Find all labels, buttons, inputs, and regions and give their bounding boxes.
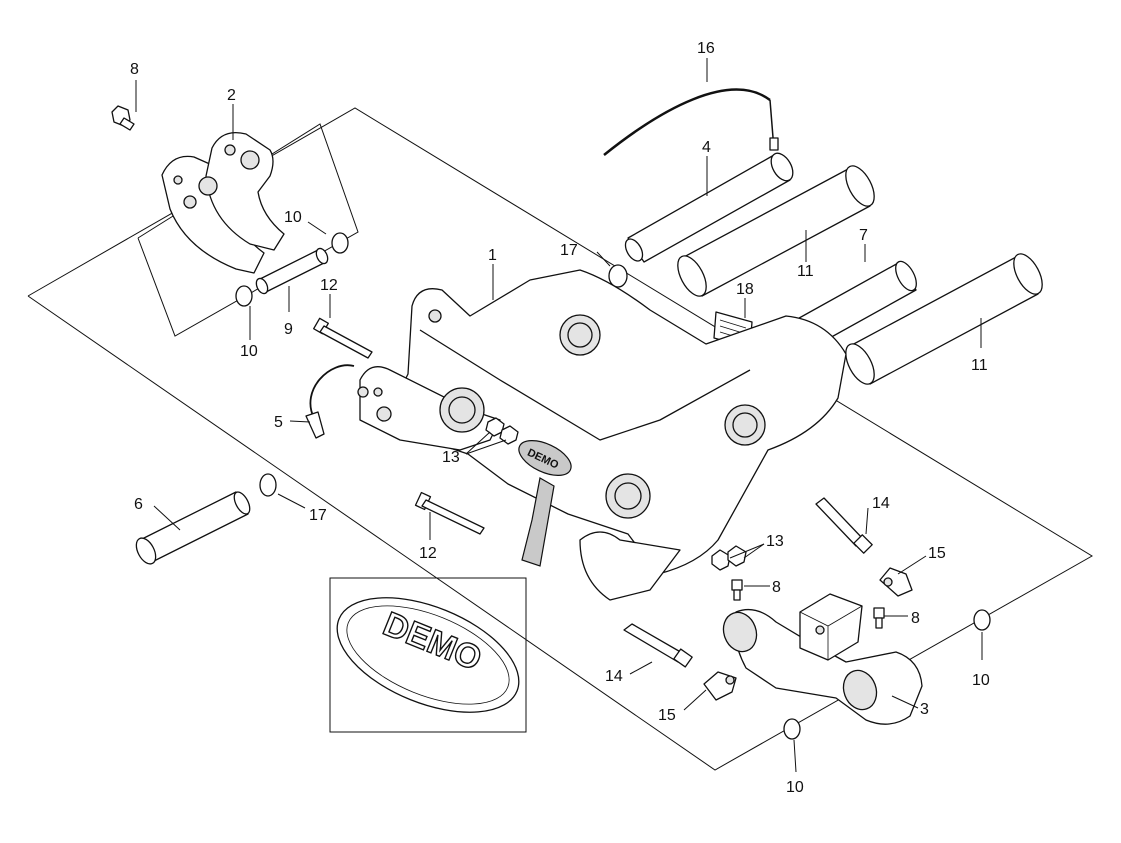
- callout-14-lower: 14: [605, 668, 623, 685]
- leader-lines: [135, 58, 983, 773]
- part-16-cable: [603, 88, 779, 156]
- callout-17-upper: 17: [560, 242, 578, 259]
- callout-18: 18: [736, 281, 754, 298]
- part-12-bolt-upper: [313, 317, 373, 359]
- part-10-ring-d: [783, 718, 801, 740]
- callout-12-upper: 12: [320, 277, 338, 294]
- part-8-grease-nipple-top: [111, 105, 135, 131]
- callout-4: 4: [702, 139, 711, 156]
- part-3-hydraulic-cylinder: [722, 593, 923, 725]
- callout-15-upper: 15: [928, 545, 946, 562]
- callout-labels: 16 4 8 2 10 9 10 12 1 17 11 7 18 11 5 13…: [130, 40, 990, 796]
- callout-7: 7: [859, 227, 868, 244]
- part-5-safety-pin: [305, 364, 355, 439]
- part-15-elbow-lower: [703, 671, 737, 701]
- part-1-coupler-frame: DEMO: [357, 269, 847, 601]
- callout-6: 6: [134, 496, 143, 513]
- part-4-locking-pin: [624, 152, 794, 263]
- part-10-ring-b: [235, 285, 253, 307]
- part-8-grease-nipple-left: [731, 579, 743, 601]
- callout-5: 5: [274, 414, 283, 431]
- part-8-grease-nipple-right: [873, 607, 885, 629]
- part-10-ring-c: [973, 609, 991, 631]
- callout-2: 2: [227, 87, 236, 104]
- callout-14-upper: 14: [872, 495, 890, 512]
- callout-8-left: 8: [772, 579, 781, 596]
- callout-10-bottom: 10: [786, 779, 804, 796]
- callout-11-upper: 11: [797, 263, 814, 280]
- part-15-elbow-upper: [879, 567, 913, 597]
- part-12-bolt-lower: [414, 491, 485, 535]
- callout-16: 16: [697, 40, 715, 57]
- callout-9: 9: [284, 321, 293, 338]
- part-11-main-pin-lower: [845, 253, 1043, 385]
- part-13-nuts-upper: [485, 417, 519, 445]
- callout-17-lower: 17: [309, 507, 327, 524]
- part-17-ring-upper: [608, 264, 628, 288]
- part-11-main-pin-upper: [677, 165, 875, 297]
- callout-10-right: 10: [972, 672, 990, 689]
- callout-3: 3: [920, 701, 929, 718]
- callout-10-top-left: 10: [240, 343, 258, 360]
- callout-13-lower: 13: [766, 533, 784, 550]
- part-14-hose-upper: [815, 497, 873, 554]
- part-6-pin: [135, 491, 251, 565]
- logo-detail-box: DEMO: [329, 577, 527, 733]
- callout-13-upper: 13: [442, 449, 460, 466]
- part-13-nuts-lower: [711, 545, 747, 571]
- part-10-ring-a: [331, 232, 349, 254]
- part-2-hook-plates: [161, 131, 285, 274]
- callout-8-top: 8: [130, 61, 139, 78]
- part-14-hose-lower: [623, 623, 693, 668]
- callout-1: 1: [488, 247, 497, 264]
- part-9-pin: [255, 247, 329, 295]
- part-17-ring-lower: [259, 473, 277, 497]
- callout-8-right: 8: [911, 610, 920, 627]
- callout-15-lower: 15: [658, 707, 676, 724]
- callout-12-lower: 12: [419, 545, 437, 562]
- callout-10-top-right: 10: [284, 209, 302, 226]
- callout-11-lower: 11: [971, 357, 988, 374]
